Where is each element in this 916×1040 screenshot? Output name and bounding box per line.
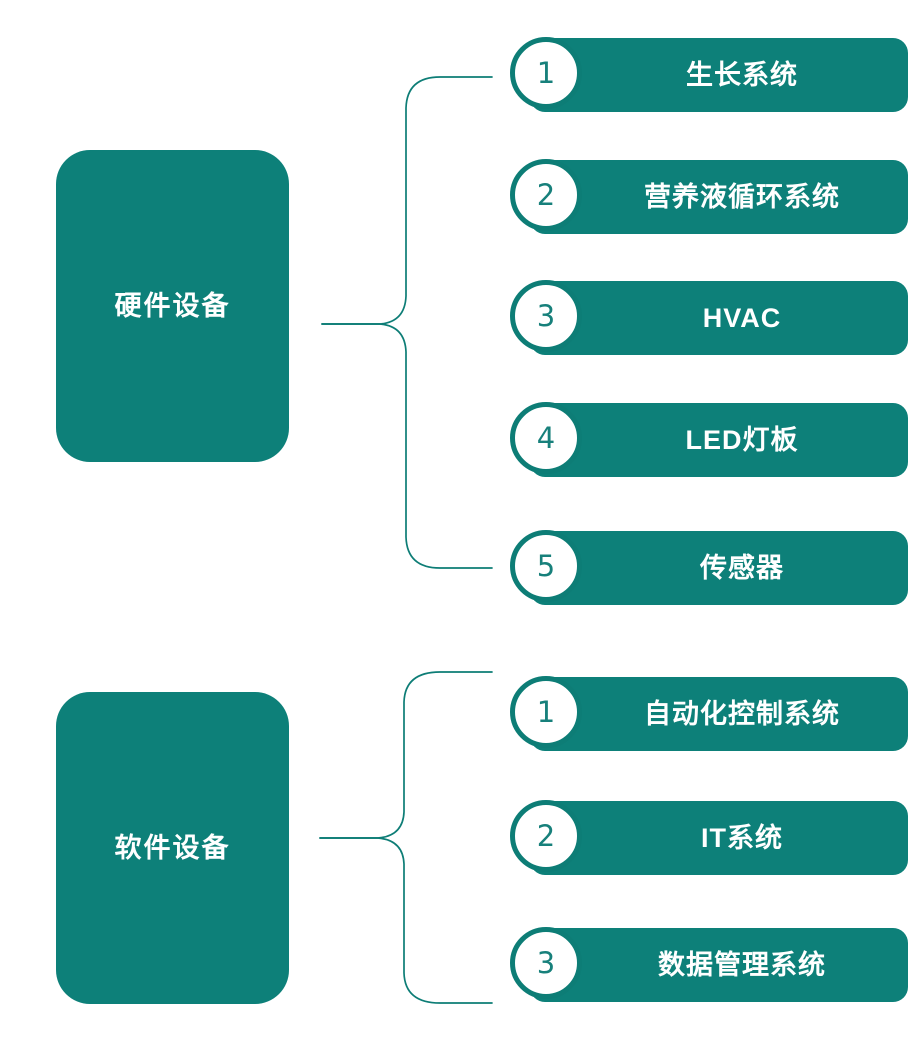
item-label: 生长系统	[686, 59, 798, 90]
item-number: 3	[536, 298, 556, 333]
item-number: 5	[536, 548, 556, 583]
item-label: 传感器	[700, 552, 784, 583]
item-number-badge: 5	[510, 530, 582, 602]
item-bar	[530, 531, 908, 605]
item-bar	[530, 801, 908, 875]
item-number: 4	[536, 420, 556, 455]
item-label: LED灯板	[685, 424, 799, 455]
category-label-software: 软件设备	[114, 832, 231, 863]
category-box-hardware[interactable]: 硬件设备	[56, 150, 289, 462]
item-number-badge: 2	[510, 159, 582, 231]
item-number-badge: 3	[510, 927, 582, 999]
item-number-badge: 4	[510, 402, 582, 474]
item-number: 2	[536, 177, 556, 212]
bracket-software	[319, 671, 493, 1004]
item-bar	[530, 160, 908, 234]
item-bar	[530, 677, 908, 751]
item-number: 3	[536, 945, 556, 980]
item-bar	[530, 928, 908, 1002]
item-bar	[530, 38, 908, 112]
category-box-software[interactable]: 软件设备	[56, 692, 289, 1004]
item-label: IT系统	[701, 822, 783, 853]
item-number-badge: 1	[510, 676, 582, 748]
item-number: 1	[536, 55, 556, 90]
item-label: HVAC	[702, 302, 782, 333]
item-number-badge: 3	[510, 280, 582, 352]
item-label: 自动化控制系统	[644, 698, 840, 729]
item-number: 2	[536, 818, 556, 853]
category-label-hardware: 硬件设备	[114, 290, 231, 321]
item-label: 营养液循环系统	[644, 181, 840, 212]
item-number-badge: 2	[510, 800, 582, 872]
item-bar	[530, 281, 908, 355]
item-bar	[530, 403, 908, 477]
bracket-hardware	[321, 76, 493, 569]
item-label: 数据管理系统	[658, 949, 826, 980]
item-number: 1	[536, 694, 556, 729]
item-number-badge: 1	[510, 37, 582, 109]
